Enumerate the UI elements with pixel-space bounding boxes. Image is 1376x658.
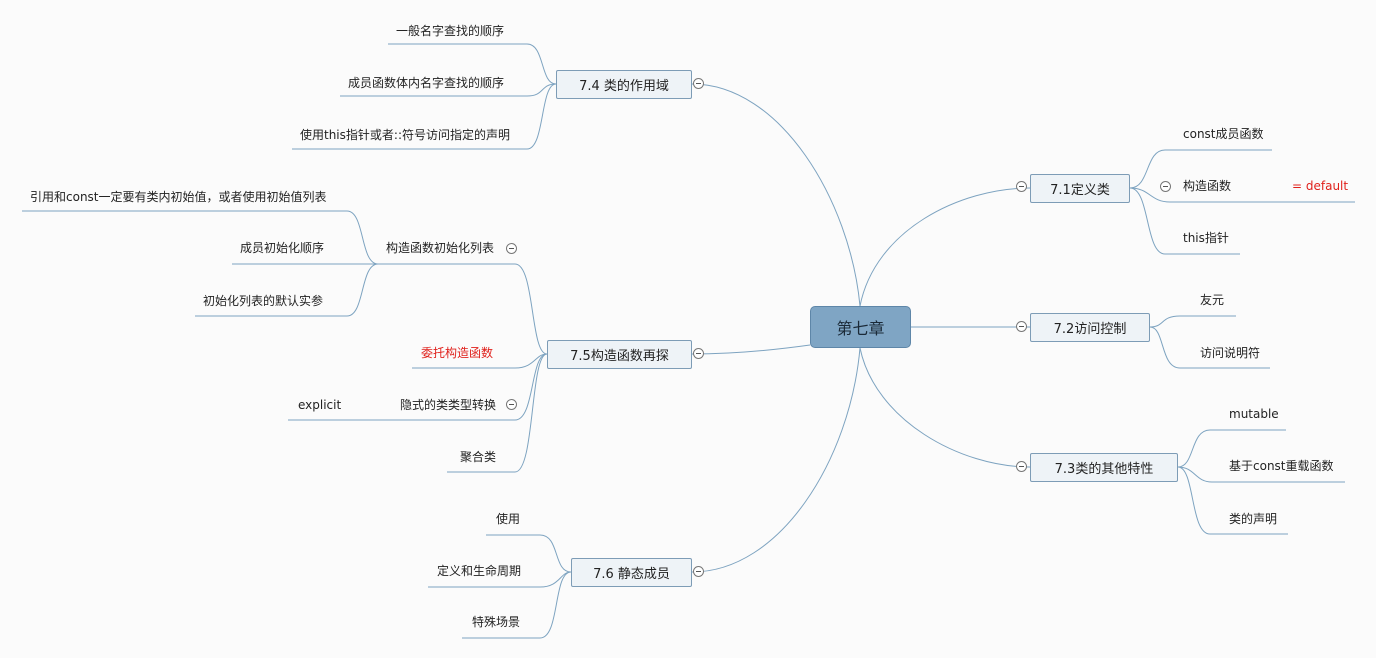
topic-7-1[interactable]: 7.1定义类 <box>1030 174 1130 203</box>
topic-7-2-label: 7.2访问控制 <box>1053 322 1127 337</box>
collapse-toggle-7-5[interactable] <box>693 348 704 359</box>
subtopic-delegating-ctor[interactable]: 委托构造函数 <box>421 346 494 360</box>
subtopic-const-member[interactable]: const成员函数 <box>1183 127 1264 141</box>
subtopic-definition-lifetime[interactable]: 定义和生命周期 <box>437 564 522 578</box>
topic-7-4[interactable]: 7.4 类的作用域 <box>556 70 692 99</box>
subtopic-access-specifier[interactable]: 访问说明符 <box>1200 346 1261 360</box>
collapse-toggle-constructor[interactable] <box>1160 181 1171 192</box>
subtopic-const-overload[interactable]: 基于const重载函数 <box>1229 459 1334 473</box>
subtopic-special-cases[interactable]: 特殊场景 <box>472 615 521 629</box>
topic-7-3[interactable]: 7.3类的其他特性 <box>1030 453 1178 482</box>
subtopic-constructor[interactable]: 构造函数 <box>1183 179 1232 193</box>
topic-7-1-label: 7.1定义类 <box>1050 183 1110 198</box>
subtopic-ref-const-init[interactable]: 引用和const一定要有类内初始值，或者使用初始值列表 <box>30 190 327 204</box>
topic-7-5-label: 7.5构造函数再探 <box>570 349 669 364</box>
subtopic-default-args[interactable]: 初始化列表的默认实参 <box>203 294 324 308</box>
collapse-toggle-init-list[interactable] <box>506 243 517 254</box>
subtopic-this-pointer[interactable]: this指针 <box>1183 231 1229 245</box>
subtopic-explicit[interactable]: explicit <box>298 398 342 412</box>
collapse-toggle-7-3[interactable] <box>1016 461 1027 472</box>
collapse-toggle-7-1[interactable] <box>1016 181 1027 192</box>
subtopic-implicit-conversion[interactable]: 隐式的类类型转换 <box>400 398 497 412</box>
subtopic-aggregate[interactable]: 聚合类 <box>460 450 497 464</box>
topic-7-2[interactable]: 7.2访问控制 <box>1030 313 1150 342</box>
topic-7-5[interactable]: 7.5构造函数再探 <box>547 340 692 369</box>
subtopic-friend[interactable]: 友元 <box>1200 293 1225 307</box>
collapse-toggle-implicit[interactable] <box>506 399 517 410</box>
topic-7-3-label: 7.3类的其他特性 <box>1054 462 1154 477</box>
collapse-toggle-7-6[interactable] <box>693 566 704 577</box>
topic-7-6-label: 7.6 静态成员 <box>593 567 670 582</box>
topic-7-6[interactable]: 7.6 静态成员 <box>571 558 692 587</box>
collapse-toggle-7-4[interactable] <box>693 78 704 89</box>
root-label: 第七章 <box>836 319 885 338</box>
collapse-toggle-7-2[interactable] <box>1016 321 1027 332</box>
subtopic-member-lookup[interactable]: 成员函数体内名字查找的顺序 <box>348 76 505 90</box>
subtopic-class-declaration[interactable]: 类的声明 <box>1229 512 1278 526</box>
subtopic-mutable[interactable]: mutable <box>1229 407 1279 421</box>
subtopic-member-init-order[interactable]: 成员初始化顺序 <box>240 241 325 255</box>
subtopic-init-list[interactable]: 构造函数初始化列表 <box>386 241 495 255</box>
subtopic-name-lookup[interactable]: 一般名字查找的顺序 <box>396 24 505 38</box>
root-topic[interactable]: 第七章 <box>810 306 911 348</box>
subtopic-usage[interactable]: 使用 <box>496 512 521 526</box>
topic-7-4-label: 7.4 类的作用域 <box>579 79 669 94</box>
subtopic-this-scope[interactable]: 使用this指针或者::符号访问指定的声明 <box>300 128 510 142</box>
note-default: = default <box>1292 179 1349 193</box>
